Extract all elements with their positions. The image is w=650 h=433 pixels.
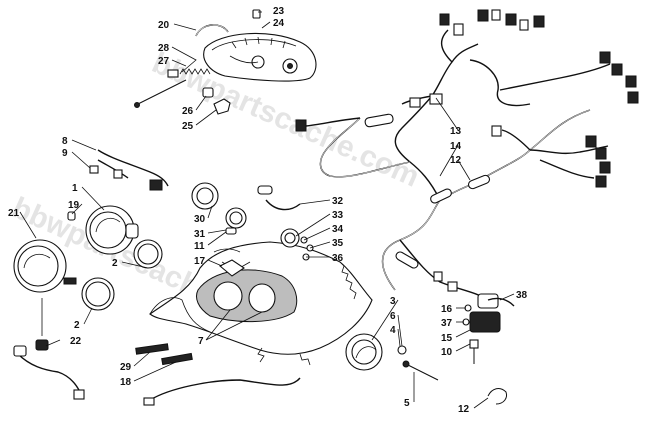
callout-27: 27 xyxy=(158,56,170,67)
gauge-harness-22 xyxy=(13,339,85,400)
callout-10: 10 xyxy=(441,347,453,358)
callout-labels: 20 23 24 28 27 26 25 13 14 12 8 9 1 19 2… xyxy=(8,6,528,415)
callout-32: 32 xyxy=(332,196,344,207)
callout-25: 25 xyxy=(182,121,194,132)
callout-5: 5 xyxy=(404,398,410,409)
bolt-10 xyxy=(469,339,479,364)
callout-36: 36 xyxy=(332,253,344,264)
washer-4 xyxy=(397,345,407,355)
callout-18: 18 xyxy=(120,377,132,388)
dash-console xyxy=(149,241,373,366)
callout-9: 9 xyxy=(62,148,68,159)
lower-wire xyxy=(143,377,301,406)
callout-26: 26 xyxy=(182,106,194,117)
clamp-12 xyxy=(487,388,507,405)
callout-37: 37 xyxy=(441,318,453,329)
temp-gauge-3 xyxy=(345,333,383,371)
cable-20 xyxy=(195,24,229,37)
bulb-11-31 xyxy=(225,227,237,235)
callout-28: 28 xyxy=(158,43,170,54)
callout-2-lower: 2 xyxy=(74,320,80,331)
callout-16: 16 xyxy=(441,304,453,315)
speedometer-21 xyxy=(13,239,77,293)
instrument-housing-top xyxy=(203,32,317,82)
gauge-harness-8 xyxy=(97,149,169,191)
gauge-30 xyxy=(191,182,219,210)
callout-17: 17 xyxy=(194,256,206,267)
callout-6: 6 xyxy=(390,311,396,322)
spring-28 xyxy=(167,68,211,78)
socket-25 xyxy=(213,98,231,115)
callout-8: 8 xyxy=(62,136,68,147)
callout-24: 24 xyxy=(273,18,285,29)
callout-29: 29 xyxy=(120,362,132,373)
callout-30: 30 xyxy=(194,214,206,225)
leader-lines xyxy=(19,11,515,409)
callout-3: 3 xyxy=(390,296,396,307)
bezel-rings-2 xyxy=(81,207,247,311)
clip-23 xyxy=(252,9,261,19)
callout-35: 35 xyxy=(332,238,344,249)
callout-19: 19 xyxy=(68,200,80,211)
callout-38: 38 xyxy=(516,290,528,301)
bulb-socket-26 xyxy=(202,87,214,98)
callout-11: 11 xyxy=(194,241,205,252)
callout-31: 31 xyxy=(194,229,206,240)
callout-12-harness: 12 xyxy=(450,155,462,166)
callout-22: 22 xyxy=(70,336,82,347)
switch-33-32 xyxy=(257,185,301,248)
callout-20: 20 xyxy=(158,20,170,31)
callout-15: 15 xyxy=(441,333,453,344)
tachometer-1 xyxy=(85,205,139,255)
bulb-9 xyxy=(89,165,99,174)
regulator-15 xyxy=(469,293,515,333)
callout-2-upper: 2 xyxy=(112,258,118,269)
callout-21: 21 xyxy=(8,208,20,219)
bulb-19 xyxy=(67,211,76,221)
rod-27 xyxy=(134,79,187,108)
callout-4: 4 xyxy=(390,325,396,336)
callout-1: 1 xyxy=(72,183,78,194)
callout-23: 23 xyxy=(273,6,285,17)
callout-13: 13 xyxy=(450,126,462,137)
callout-12-clamp: 12 xyxy=(458,404,470,415)
callout-34: 34 xyxy=(332,224,344,235)
callout-7: 7 xyxy=(198,336,204,347)
sensor-5 xyxy=(402,360,439,381)
strips-29-18 xyxy=(135,343,193,366)
bracket-17 xyxy=(219,259,245,277)
callout-33: 33 xyxy=(332,210,344,221)
harness-connectors xyxy=(295,9,639,292)
wiring-harness xyxy=(305,29,611,301)
callout-14: 14 xyxy=(450,141,462,152)
